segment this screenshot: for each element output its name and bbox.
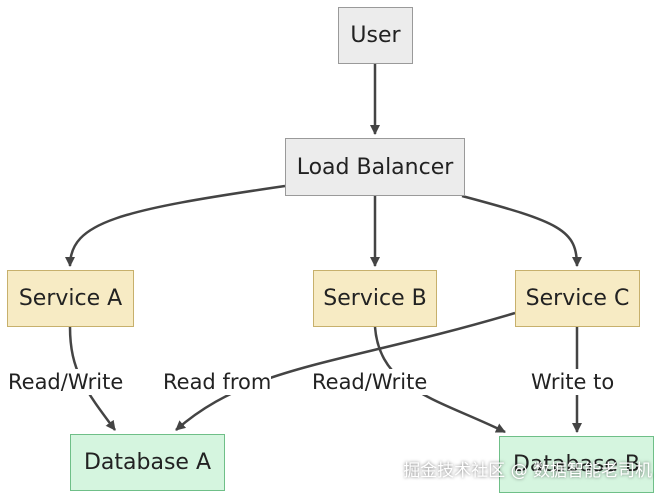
watermark-text: 掘金技术社区 @ 数据智能老司机 <box>403 461 652 481</box>
node-service-a: Service A <box>7 270 134 327</box>
edge-label-service-a-database-a: Read/Write <box>8 369 124 395</box>
edge-label-service-c-database-a: Read from <box>163 369 272 395</box>
edge-label-service-b-database-b: Read/Write <box>312 369 428 395</box>
node-database-b: Database B <box>499 436 654 493</box>
edge-load-balancer-to-service-c <box>461 194 582 267</box>
node-user: User <box>338 7 413 64</box>
node-database-a: Database A <box>70 434 225 491</box>
edge-label-service-c-database-b: Write to <box>531 369 615 395</box>
node-service-c: Service C <box>515 270 640 327</box>
node-load-balancer: Load Balancer <box>285 138 465 196</box>
node-service-b: Service B <box>313 270 437 327</box>
edge-load-balancer-to-service-a <box>65 184 286 267</box>
edge-service-c-to-database-a <box>175 311 516 431</box>
